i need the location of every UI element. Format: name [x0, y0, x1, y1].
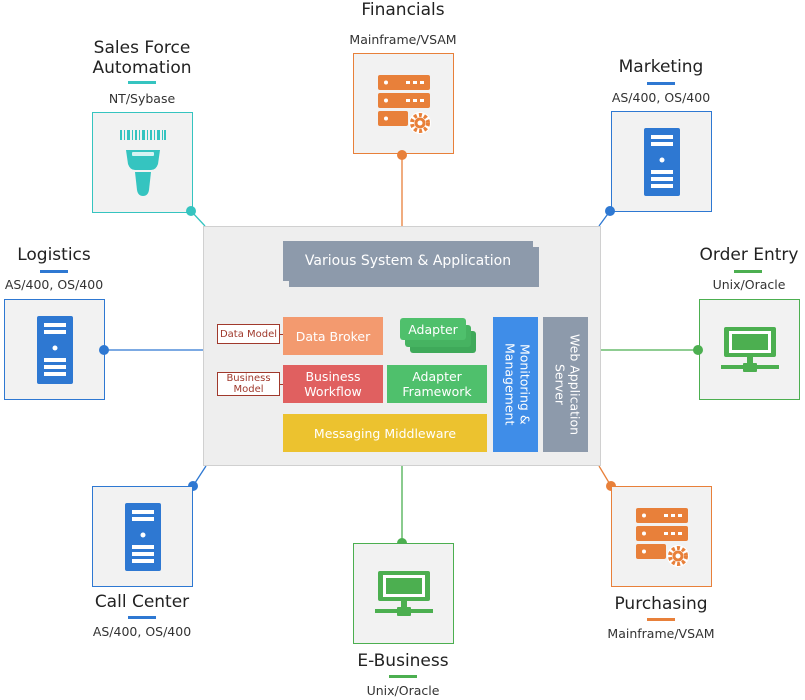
- monitor-network-icon: [720, 326, 779, 372]
- ebusiness-underline: [389, 675, 417, 678]
- ebusiness-title: E-Business: [357, 651, 449, 671]
- logistics-node[interactable]: [4, 299, 105, 400]
- barcode-scanner-icon: [119, 129, 166, 196]
- monitoring-label: Monitoring & Management: [502, 343, 533, 426]
- ebusiness-subtitle: Unix/Oracle: [366, 683, 440, 698]
- sales-title: Sales Force Automation: [92, 38, 192, 78]
- marketing-underline: [647, 82, 675, 85]
- various-systems-bar[interactable]: Various System & Application: [283, 241, 533, 281]
- call-center-subtitle: AS/400, OS/400: [92, 624, 192, 639]
- ebusiness-node[interactable]: [353, 543, 454, 644]
- business-model-tag: Business Model: [217, 372, 280, 396]
- business-workflow-block[interactable]: Business Workflow: [283, 365, 383, 403]
- marketing-subtitle: AS/400, OS/400: [611, 90, 711, 105]
- marketing-connector-dot: [605, 206, 615, 216]
- data-broker-block[interactable]: Data Broker: [283, 317, 383, 355]
- sales-underline: [128, 81, 156, 84]
- financials-connector-dot: [397, 150, 407, 160]
- web-app-server-label: Web Application Server: [552, 333, 583, 436]
- web-app-server-block[interactable]: Web Application Server: [543, 317, 588, 452]
- marketing-title: Marketing: [618, 57, 704, 77]
- server-tower-icon: [643, 127, 680, 196]
- sales-node[interactable]: [92, 112, 193, 213]
- call-center-title: Call Center: [94, 592, 190, 612]
- purchasing-underline: [647, 618, 675, 621]
- purchasing-node[interactable]: [611, 486, 712, 587]
- logistics-subtitle: AS/400, OS/400: [4, 277, 104, 292]
- purchasing-subtitle: Mainframe/VSAM: [607, 626, 715, 641]
- monitoring-block[interactable]: Monitoring & Management: [493, 317, 538, 452]
- sales-connector-dot: [186, 206, 196, 216]
- integration-hub: Various System & Application Data Model …: [203, 226, 601, 466]
- data-model-tag: Data Model: [217, 324, 280, 344]
- logistics-connector-dot: [99, 345, 109, 355]
- server-tower-icon: [36, 315, 73, 384]
- sales-subtitle: NT/Sybase: [108, 91, 176, 106]
- server-gear-icon: [377, 74, 431, 134]
- server-gear-icon: [635, 507, 689, 567]
- purchasing-title: Purchasing: [614, 594, 708, 614]
- financials-node[interactable]: [353, 53, 454, 154]
- call-center-connector-dot: [188, 481, 198, 491]
- tag-connector: [280, 384, 284, 385]
- logistics-underline: [40, 270, 68, 273]
- financials-subtitle: Mainframe/VSAM: [349, 32, 457, 47]
- adapter-framework-block[interactable]: Adapter Framework: [387, 365, 487, 403]
- order-entry-node[interactable]: [699, 299, 800, 400]
- financials-title: Financials: [361, 0, 445, 20]
- call-center-underline: [128, 616, 156, 619]
- tag-connector: [280, 334, 284, 335]
- marketing-node[interactable]: [611, 111, 712, 212]
- monitor-network-icon: [374, 570, 433, 616]
- order-entry-title: Order Entry: [699, 245, 799, 265]
- adapter-block[interactable]: Adapter: [400, 318, 466, 340]
- call-center-node[interactable]: [92, 486, 193, 587]
- order-entry-underline: [734, 270, 762, 273]
- messaging-middleware-block[interactable]: Messaging Middleware: [283, 414, 487, 452]
- server-tower-icon: [124, 502, 161, 571]
- logistics-title: Logistics: [17, 245, 91, 265]
- order-entry-subtitle: Unix/Oracle: [712, 277, 786, 292]
- order-entry-connector-dot: [693, 345, 703, 355]
